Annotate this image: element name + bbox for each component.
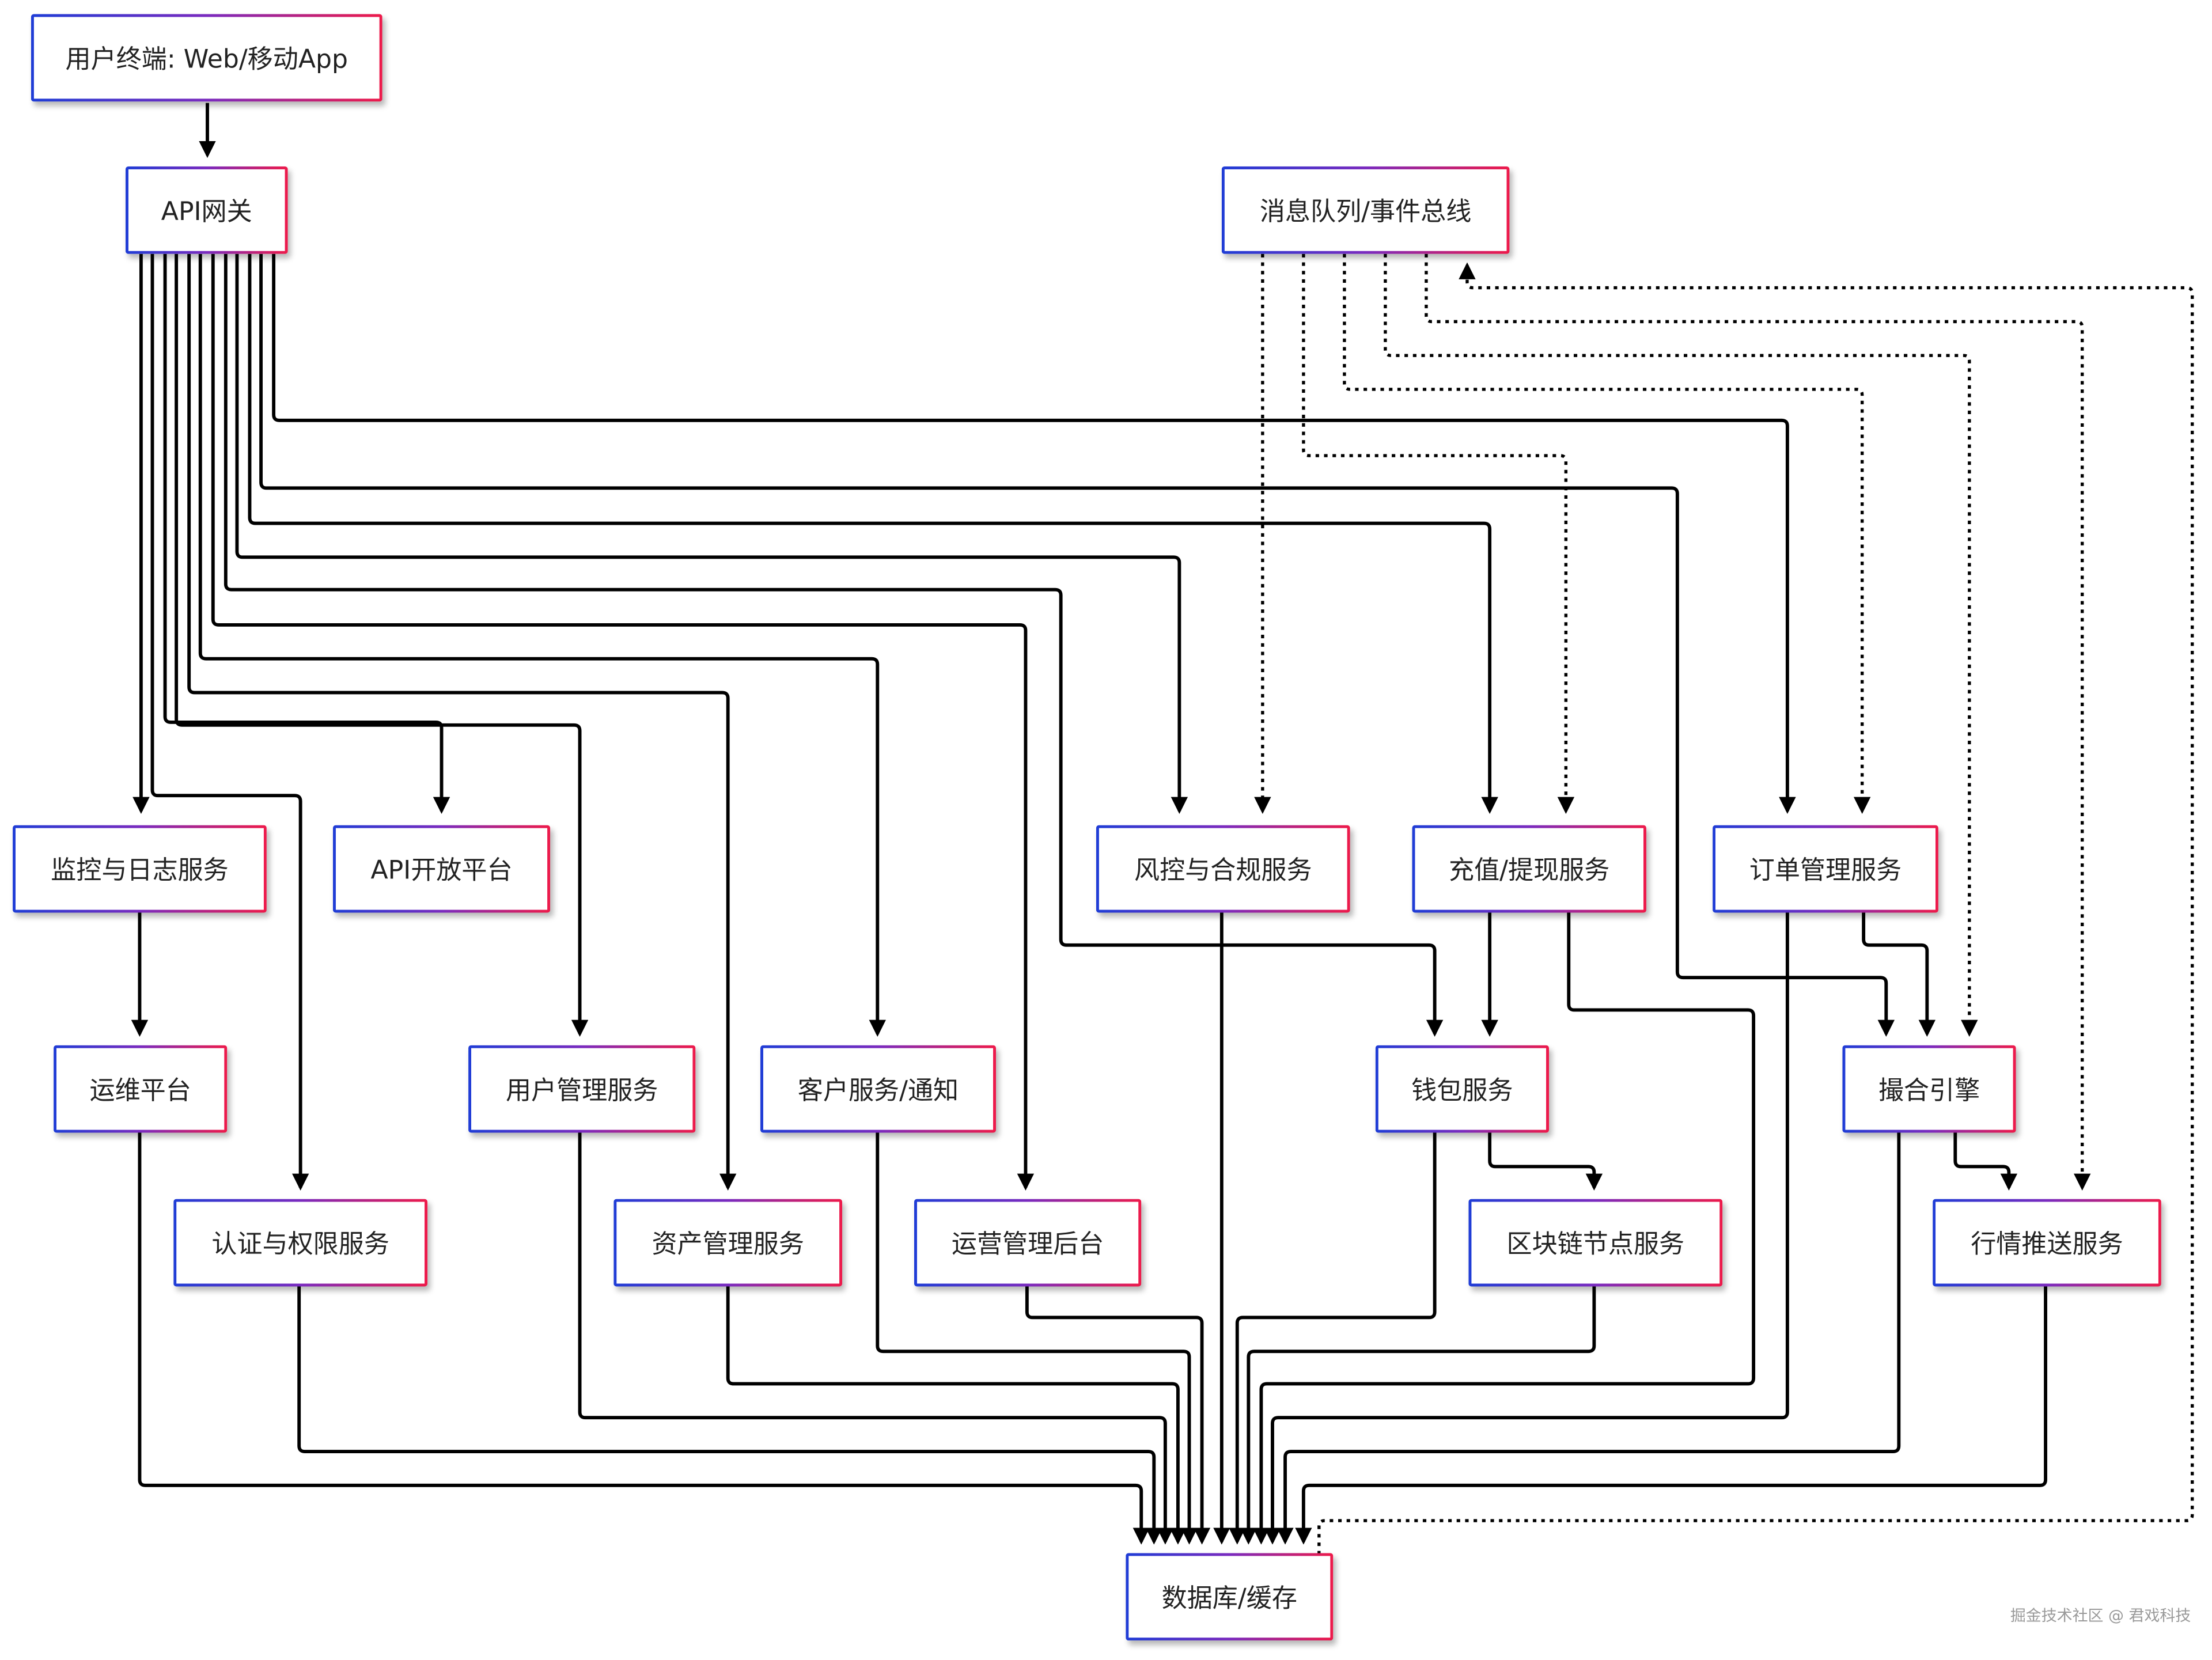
edge-gateway-deposit xyxy=(248,253,1498,814)
edge-gateway-admin xyxy=(211,253,1035,1191)
edge-gateway-match xyxy=(259,253,1895,1037)
edge-market-db xyxy=(1295,1286,2047,1545)
edge-order-match xyxy=(1862,912,1936,1037)
edge-wallet-chain xyxy=(1488,1132,1603,1191)
risk-compliance-node: 风控与合规服务 xyxy=(1096,825,1350,913)
edge-mq-deposit xyxy=(1302,253,1575,814)
client-node: 用户终端: Web/移动App xyxy=(31,14,382,101)
watermark: 掘金技术社区 @ 君戏科技 xyxy=(2010,1606,2191,1625)
edge-gateway-asset xyxy=(187,253,737,1191)
edge-gateway-cs xyxy=(198,253,886,1037)
edge-ops-db xyxy=(138,1132,1150,1545)
edge-admin-db xyxy=(1025,1286,1211,1545)
edge-mq-order xyxy=(1343,253,1871,814)
blockchain-node: 区块链节点服务 xyxy=(1468,1199,1722,1287)
api-open-platform-node: API开放平台 xyxy=(333,825,550,913)
admin-backend-node: 运营管理后台 xyxy=(914,1199,1141,1287)
auth-permission-node: 认证与权限服务 xyxy=(173,1199,427,1287)
edge-match-market xyxy=(1953,1132,2018,1191)
edge-db-mq xyxy=(1317,262,2194,1555)
monitor-log-node: 监控与日志服务 xyxy=(13,825,267,913)
message-queue-node: 消息队列/事件总线 xyxy=(1222,166,1510,254)
edge-auth-db xyxy=(297,1286,1162,1545)
edge-gateway-openapi xyxy=(163,253,450,814)
order-management-node: 订单管理服务 xyxy=(1713,825,1938,913)
edge-order-db xyxy=(1264,912,1789,1545)
customer-service-node: 客户服务/通知 xyxy=(760,1045,996,1133)
edge-gateway-risk xyxy=(235,253,1188,814)
edge-mq-market xyxy=(1425,253,2091,1191)
api-gateway-node: API网关 xyxy=(126,166,288,254)
matching-engine-node: 撮合引擎 xyxy=(1842,1045,2016,1133)
edge-cs-db xyxy=(876,1132,1198,1545)
edge-wallet-db xyxy=(1229,1132,1437,1545)
edge-asset-db xyxy=(726,1286,1187,1545)
asset-management-node: 资产管理服务 xyxy=(613,1199,842,1287)
market-push-node: 行情推送服务 xyxy=(1933,1199,2161,1287)
edge-gateway-wallet xyxy=(224,253,1444,1037)
edge-gateway-order xyxy=(272,253,1796,814)
edge-user-db xyxy=(578,1132,1174,1545)
ops-platform-node: 运维平台 xyxy=(54,1045,227,1133)
edge-gateway-auth xyxy=(150,253,309,1191)
edge-chain-db xyxy=(1240,1286,1596,1545)
database-cache-node: 数据库/缓存 xyxy=(1126,1553,1333,1640)
user-management-node: 用户管理服务 xyxy=(468,1045,695,1133)
wallet-node: 钱包服务 xyxy=(1376,1045,1549,1133)
edge-gateway-user xyxy=(175,253,589,1037)
edge-mq-match xyxy=(1384,253,1978,1037)
deposit-withdraw-node: 充值/提现服务 xyxy=(1412,825,1646,913)
edge-deposit-db xyxy=(1252,912,1756,1545)
edge-match-db xyxy=(1277,1132,1901,1545)
